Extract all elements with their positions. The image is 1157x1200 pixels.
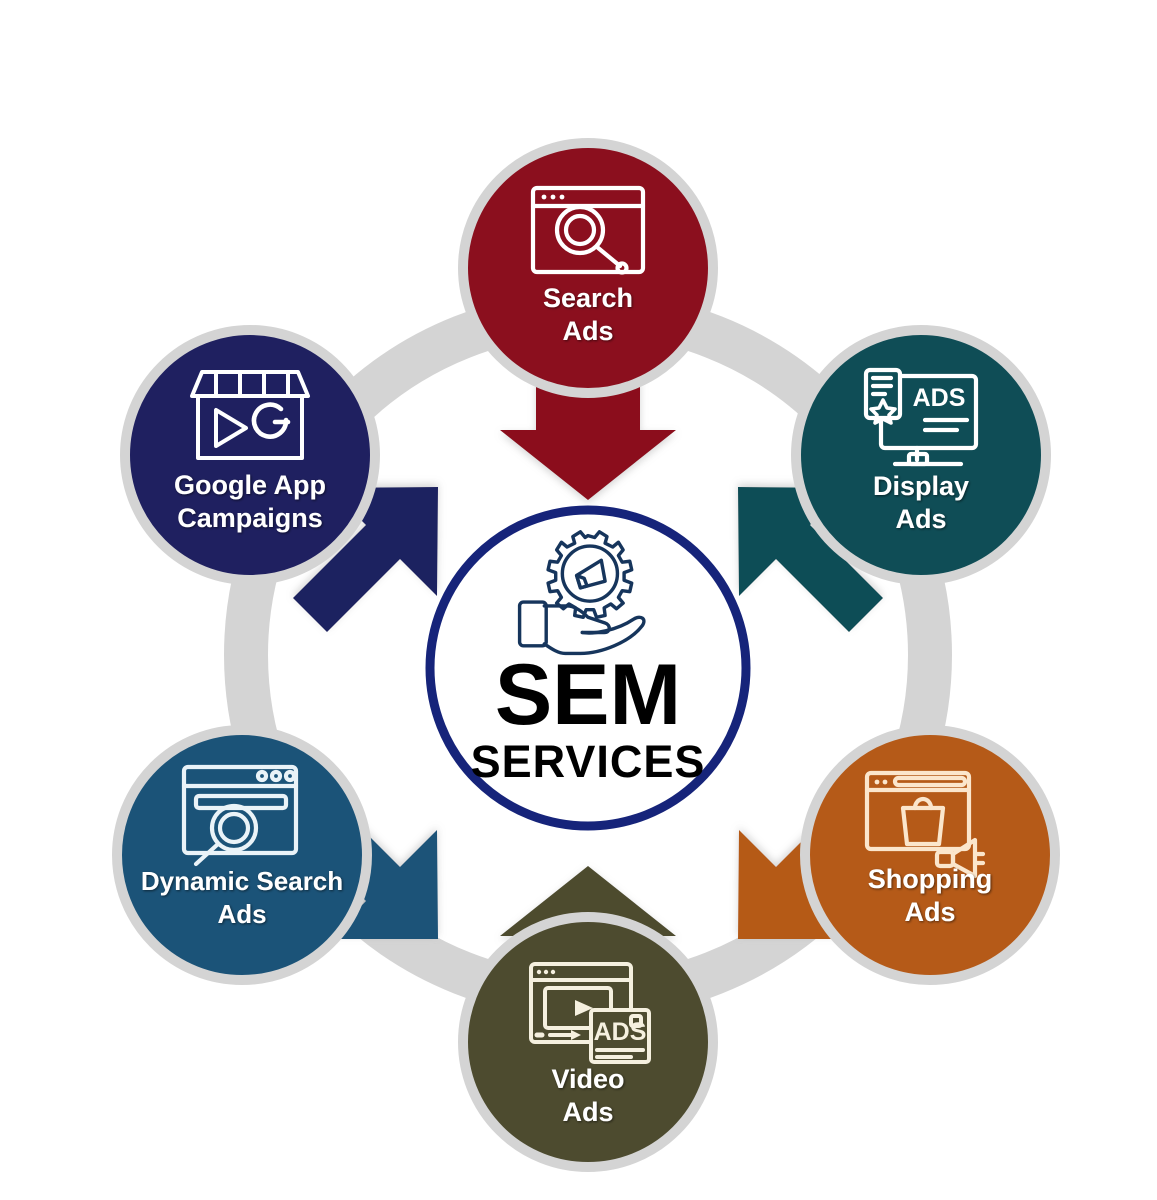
node-search-ads[interactable]: Search Ads — [458, 138, 718, 398]
hand-holding-gear-megaphone-icon — [517, 530, 646, 656]
node-video-ads-label-line1: Video — [551, 1064, 624, 1094]
center-hub-circle[interactable] — [425, 505, 751, 831]
node-search-ads-circle[interactable] — [458, 138, 718, 398]
node-search-ads-label-line2: Ads — [562, 316, 613, 346]
node-search-ads-label-line1: Search — [543, 283, 633, 313]
node-shopping-ads-label-line1: Shopping — [868, 864, 992, 894]
node-shopping-ads-circle[interactable] — [800, 725, 1060, 985]
arrow-display-ads-to-hub — [738, 487, 883, 632]
node-shopping-ads[interactable]: Shopping Ads — [800, 725, 1060, 985]
node-display-ads-label-line1: Display — [873, 471, 969, 501]
center-hub-subtitle: SERVICES — [471, 736, 706, 787]
node-dynamic-search-ads[interactable]: Dynamic Search Ads — [112, 725, 372, 985]
node-dynamic-search-ads-label-line1: Dynamic Search — [141, 866, 343, 896]
node-google-app-campaigns-circle[interactable] — [120, 325, 380, 585]
video-player-ads-card-icon — [529, 962, 651, 1064]
node-video-ads-label-line2: Ads — [562, 1097, 613, 1127]
center-hub-title: SEM — [495, 647, 681, 743]
video-icon-ads-text: ADS — [594, 1018, 647, 1046]
storefront-google-play-icon — [190, 370, 310, 460]
browser-shopping-bag-megaphone-icon — [864, 770, 986, 879]
monitor-icon-ads-text: ADS — [913, 384, 966, 412]
monitor-ads-star-icon — [863, 367, 979, 467]
node-video-ads[interactable]: ADS Video Ads — [458, 912, 718, 1172]
node-google-app-campaigns[interactable]: Google App Campaigns — [120, 325, 380, 585]
node-dynamic-search-ads-label-line2: Ads — [217, 899, 266, 929]
center-hub[interactable]: SEM SERVICES — [425, 505, 751, 831]
node-google-app-campaigns-label-line1: Google App — [174, 470, 326, 500]
node-display-ads-label-line2: Ads — [895, 504, 946, 534]
node-google-app-campaigns-label-line2: Campaigns — [177, 503, 323, 533]
arrow-google-app-campaigns-to-hub — [293, 487, 438, 632]
node-display-ads[interactable]: ADS Display Ads — [791, 325, 1051, 585]
browser-magnifier-icon — [181, 764, 299, 867]
node-shopping-ads-label-line2: Ads — [904, 897, 955, 927]
arrow-search-ads-to-hub — [500, 378, 676, 500]
browser-magnifier-icon — [530, 185, 646, 275]
